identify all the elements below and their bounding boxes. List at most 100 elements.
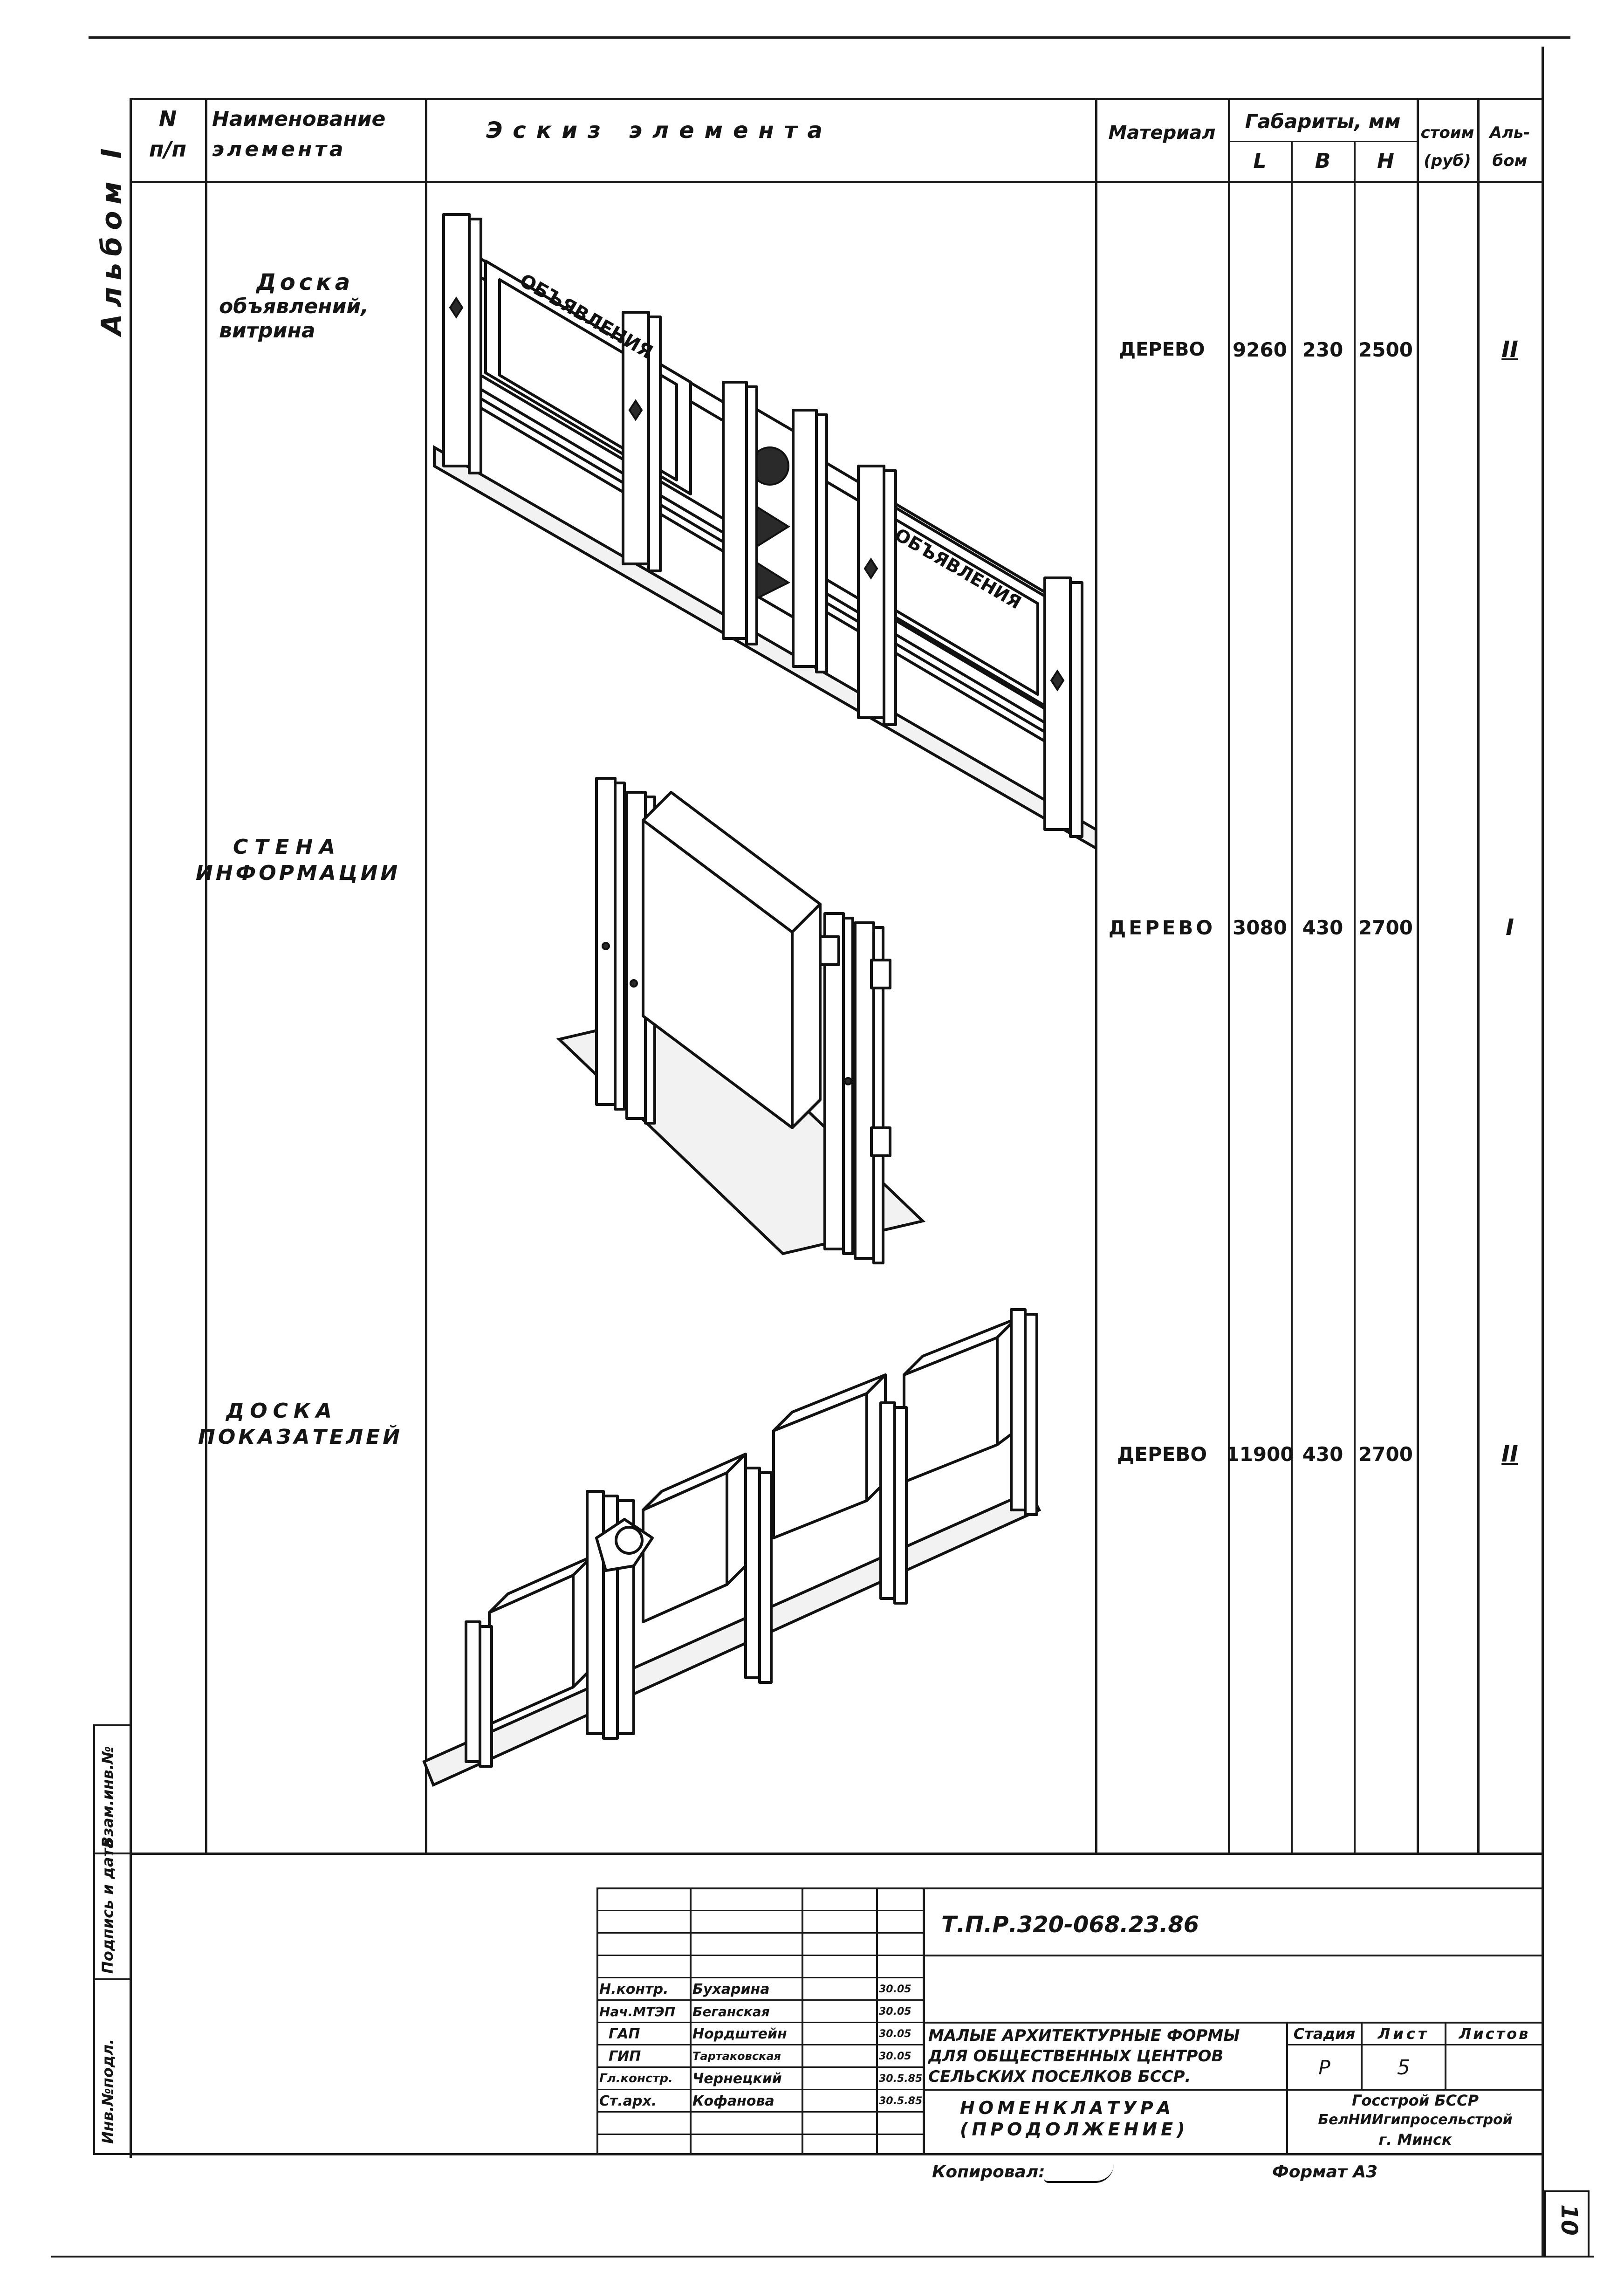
- stage-label: Стадия: [1293, 2025, 1356, 2043]
- dims-sub-line: [1228, 141, 1417, 142]
- copied-by: Копировал:: [932, 2162, 1045, 2182]
- stamp-inv-orig: Инв.№подл.: [99, 2038, 116, 2144]
- doc-title-line-1: Номенклатура: [960, 2098, 1175, 2118]
- stamp-signature-date: Подпись и дата: [99, 1838, 116, 1974]
- row-1-album: II: [1501, 336, 1518, 363]
- col-line-1: [205, 98, 207, 1853]
- sheets-value: [1446, 2046, 1542, 2089]
- col-line-4: [1228, 98, 1230, 1853]
- name-1: Бухарина: [692, 1981, 770, 1997]
- header-dim-B: В: [1315, 149, 1331, 173]
- project-title: Малые архитектурные формы для общественн…: [928, 2025, 1287, 2087]
- frame-bottom: [130, 2153, 1544, 2155]
- doc-title-line-2: (продолжение): [960, 2119, 1189, 2140]
- row-1-B: 230: [1302, 338, 1343, 361]
- row-3-album: II: [1501, 1441, 1518, 1467]
- frame-right: [1542, 47, 1544, 2256]
- stamp-sep-2: [93, 1978, 130, 1980]
- col-line-7: [1417, 98, 1419, 1853]
- role-4: ГИП: [609, 2048, 641, 2065]
- sheet-label: Лист: [1377, 2025, 1430, 2043]
- row-3-name-line-2: показателей: [198, 1425, 403, 1449]
- date-3: 30.05: [879, 2028, 911, 2040]
- organization-line-2: БелНИИгипросельстрой: [1318, 2112, 1513, 2128]
- header-material: Материал: [1108, 122, 1216, 144]
- row-1-name-line-2: объявлений,: [219, 295, 369, 318]
- role-1: Н.контр.: [599, 1981, 669, 1997]
- row-2-cost: [1418, 913, 1477, 941]
- header-album: Аль-: [1489, 124, 1530, 142]
- page-number-box: [1544, 2190, 1590, 2258]
- row-3-B: 430: [1302, 1442, 1343, 1466]
- stamp-col-left: [93, 1724, 95, 2153]
- stamp-replace-inv: Взам.инв.№: [99, 1746, 116, 1848]
- col-line-5: [1291, 142, 1293, 1853]
- row-2-B: 430: [1302, 916, 1343, 939]
- stamp-col-top: [93, 1724, 130, 1726]
- row-3-name: доска показателей: [198, 1398, 426, 1450]
- organization: Госстрой БССР БелНИИгипросельстрой г. Ми…: [1288, 2091, 1542, 2149]
- top-rule: [89, 36, 1570, 39]
- sheet-format: Формат А3: [1272, 2162, 1378, 2182]
- date-6: 30.5.85: [879, 2095, 923, 2107]
- row-3-cost: [1418, 1440, 1477, 1468]
- name-2: Беганская: [692, 2004, 770, 2019]
- role-2: Нач.МТЭП: [599, 2004, 676, 2019]
- row-1-name-line-1: Доска: [256, 269, 354, 295]
- info-wall-panel-side: [791, 903, 822, 1129]
- date-5: 30.5.85: [879, 2072, 923, 2085]
- role-5: Гл.констр.: [599, 2072, 673, 2086]
- header-dim-L: L: [1253, 149, 1267, 173]
- page-number: 10: [1556, 2204, 1582, 2236]
- organization-line-3: г. Минск: [1378, 2131, 1452, 2148]
- row-2-H: 2700: [1358, 916, 1413, 939]
- name-6: Кофанова: [692, 2093, 774, 2109]
- stage-value: Р: [1318, 2056, 1330, 2079]
- info-wall-right-posts: [823, 912, 884, 1264]
- row-3-material: ДЕРЕВО: [1117, 1442, 1207, 1466]
- header-sketch: Эскиз элемента: [486, 117, 833, 144]
- header-no-sub: п/п: [149, 137, 187, 162]
- col-line-2: [425, 98, 427, 1853]
- header-name-sub: элемента: [212, 137, 346, 161]
- name-3: Нордштейн: [692, 2025, 787, 2042]
- title-block: Т.П.Р.320-068.23.86 Н.контр. Бухарина 30…: [596, 1887, 1542, 2153]
- row-3-L: 11900: [1226, 1442, 1294, 1466]
- role-3: ГАП: [609, 2025, 640, 2042]
- date-2: 30.05: [879, 2005, 911, 2017]
- header-dimensions: Габариты, мм: [1245, 110, 1401, 133]
- name-4: Тартаковская: [692, 2050, 781, 2063]
- copied-by-signature: [1044, 2158, 1114, 2183]
- col-line-8: [1477, 98, 1480, 1853]
- row-1-cost: [1418, 336, 1477, 364]
- project-title-line-1: Малые архитектурные формы: [928, 2026, 1240, 2045]
- col-line-3: [1095, 98, 1097, 1853]
- indicators-board-sketch: [422, 1308, 1042, 1787]
- header-no: N: [158, 106, 177, 131]
- sheets-label: Листов: [1459, 2025, 1530, 2043]
- project-title-line-2: для общественных центров: [928, 2047, 1224, 2065]
- bottom-rule: [51, 2256, 1594, 2258]
- header-cost-sub: (руб): [1424, 151, 1471, 170]
- side-album-label: Альбом I: [96, 142, 128, 336]
- notice-board-posts: [442, 213, 1083, 838]
- header-album-sub: бом: [1492, 151, 1528, 170]
- table-top-line: [130, 98, 1544, 100]
- header-cost: стоим: [1420, 124, 1474, 142]
- row-1-name-line-3: витрина: [219, 319, 315, 343]
- name-5: Чернецкий: [692, 2070, 782, 2087]
- header-dim-H: Н: [1377, 149, 1394, 173]
- row-3-H: 2700: [1358, 1442, 1413, 1466]
- sheet-value: 5: [1397, 2055, 1410, 2079]
- doc-title: Номенклатура (продолжение): [960, 2097, 1286, 2140]
- row-1-H: 2500: [1358, 338, 1413, 361]
- row-1-L: 9260: [1233, 338, 1287, 361]
- frame-left: [130, 98, 132, 2158]
- date-1: 30.05: [879, 1983, 911, 1995]
- header-bottom-line: [130, 181, 1544, 183]
- role-6: Ст.арх.: [599, 2093, 657, 2109]
- date-4: 30.05: [879, 2050, 911, 2062]
- row-2-name: стена информации: [196, 834, 424, 886]
- row-2-album: I: [1506, 914, 1514, 940]
- stamp-sep-1: [93, 1853, 130, 1854]
